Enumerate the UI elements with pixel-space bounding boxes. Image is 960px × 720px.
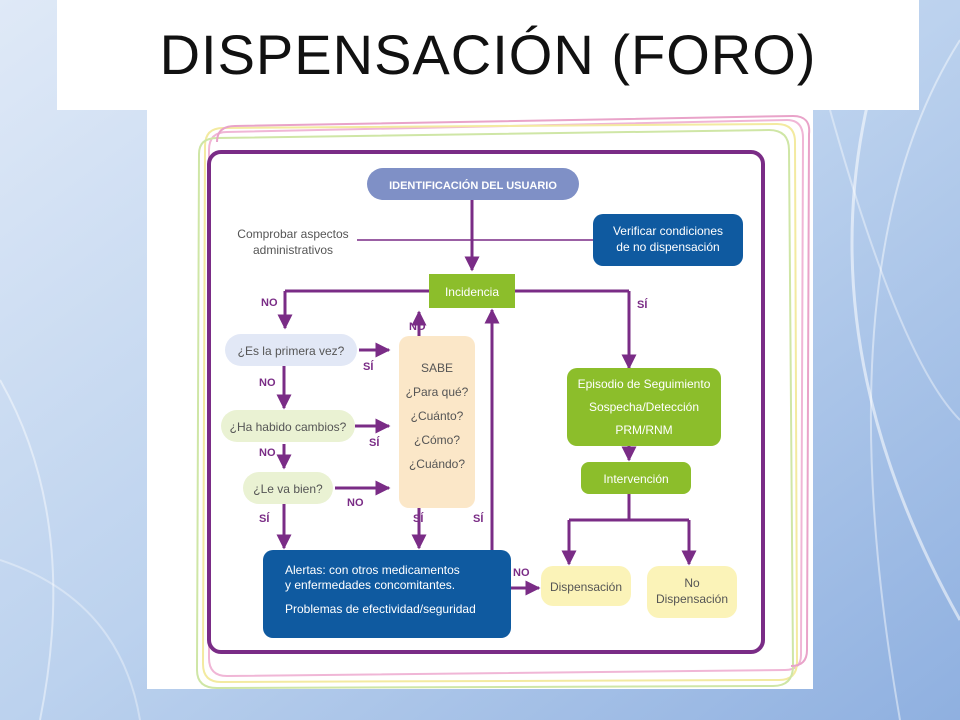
alerts-line2: y enfermedades concomitantes. (285, 578, 455, 592)
first-time-label: ¿Es la primera vez? (238, 344, 345, 358)
edge-label-yes-doing-well: SÍ (259, 512, 270, 525)
edge-label-yes-return: SÍ (473, 512, 484, 525)
slide-title: DISPENSACIÓN (FORO) (159, 23, 817, 86)
sabe-line2: ¿Para qué? (406, 385, 469, 399)
dispensation-box: Dispensación (541, 566, 631, 606)
edge-label-no-sabe: NO (409, 321, 426, 333)
edge-labels: NO NO SÍ SÍ NO SÍ NO NO SÍ SÍ SÍ NO (259, 297, 648, 579)
sabe-line4: ¿Cómo? (414, 433, 460, 447)
edge-label-no-doing-well: NO (347, 497, 364, 509)
intervention-box: Intervención (581, 462, 691, 494)
verify-conditions-box: Verificar condiciones de no dispensación (593, 214, 743, 266)
sabe-line3: ¿Cuánto? (411, 409, 464, 423)
dispensation-label: Dispensación (550, 580, 622, 594)
check-admin-note: Comprobar aspectos administrativos (237, 227, 348, 257)
verify-conditions-line2: de no dispensación (616, 240, 719, 254)
alerts-line3: Problemas de efectividad/seguridad (285, 602, 476, 616)
edge-label-no-incident: NO (261, 297, 278, 309)
edge-label-no-alerts: NO (513, 567, 530, 579)
followup-line2: Sospecha/Detección (589, 400, 699, 414)
title-box: DISPENSACIÓN (FORO) (57, 0, 919, 110)
sabe-box: SABE ¿Para qué? ¿Cuánto? ¿Cómo? ¿Cuándo? (399, 336, 475, 508)
identification-label: IDENTIFICACIÓN DEL USUARIO (389, 179, 557, 192)
flowchart: IDENTIFICACIÓN DEL USUARIO Comprobar asp… (195, 114, 811, 689)
changes-label: ¿Ha habido cambios? (230, 420, 347, 434)
sabe-line5: ¿Cuándo? (409, 457, 465, 471)
identification-box: IDENTIFICACIÓN DEL USUARIO (367, 168, 579, 200)
followup-box: Episodio de Seguimiento Sospecha/Detecci… (567, 368, 721, 446)
edge-label-yes-incident: SÍ (637, 298, 648, 311)
incident-box: Incidencia (429, 274, 515, 308)
check-admin-line2: administrativos (253, 243, 333, 257)
first-time-box: ¿Es la primera vez? (225, 334, 357, 366)
edge-label-no-changes: NO (259, 447, 276, 459)
flowchart-panel: IDENTIFICACIÓN DEL USUARIO Comprobar asp… (147, 110, 813, 689)
doing-well-label: ¿Le va bien? (253, 482, 323, 496)
no-dispensation-box: No Dispensación (647, 566, 737, 618)
followup-line3: PRM/RNM (615, 423, 672, 437)
changes-box: ¿Ha habido cambios? (221, 410, 355, 442)
check-admin-line1: Comprobar aspectos (237, 227, 348, 241)
edge-label-yes-first-time: SÍ (363, 360, 374, 373)
intervention-label: Intervención (603, 472, 668, 486)
incident-label: Incidencia (445, 285, 499, 299)
alerts-line1: Alertas: con otros medicamentos (285, 563, 460, 577)
alerts-box: Alertas: con otros medicamentos y enferm… (263, 550, 511, 638)
connectors (276, 200, 697, 596)
main-frame (207, 150, 765, 654)
edge-label-yes-sabe: SÍ (413, 512, 424, 525)
decorative-frames (195, 114, 811, 689)
sabe-line1: SABE (421, 361, 453, 375)
no-dispensation-line2: Dispensación (656, 592, 728, 606)
doing-well-box: ¿Le va bien? (243, 472, 333, 504)
no-dispensation-line1: No (684, 576, 700, 590)
edge-label-no-first-time: NO (259, 377, 276, 389)
edge-label-yes-changes: SÍ (369, 436, 380, 449)
followup-line1: Episodio de Seguimiento (578, 377, 711, 391)
verify-conditions-line1: Verificar condiciones (613, 224, 723, 238)
